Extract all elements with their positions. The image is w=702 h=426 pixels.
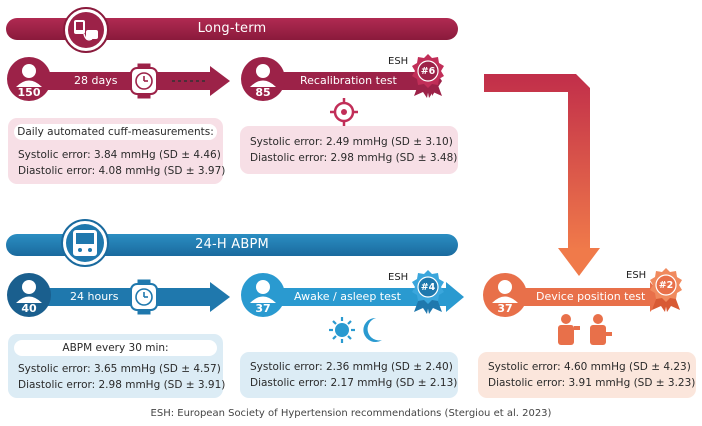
abpm-duration-label: 24 hours bbox=[70, 290, 119, 303]
systolic-error: Systolic error: 2.49 mmHg (SD ± 3.10) bbox=[250, 136, 453, 148]
abpm-title: 24-H ABPM bbox=[195, 237, 269, 252]
long-term-header-bar: Long-term bbox=[6, 18, 458, 40]
abpm-monitor-icon bbox=[61, 219, 109, 267]
esh-label: ESH bbox=[388, 56, 409, 67]
abpm-results-box: ABPM every 30 min: Systolic error: 3.65 … bbox=[8, 334, 226, 398]
abpm-count-1: 40 bbox=[21, 302, 37, 315]
smartwatch-icon bbox=[130, 279, 158, 315]
dotted-arrow bbox=[172, 72, 226, 90]
long-term-count-2: 85 bbox=[255, 86, 271, 99]
badge-number: #2 bbox=[658, 280, 674, 291]
person-icon bbox=[241, 57, 285, 101]
smartwatch-icon bbox=[130, 63, 158, 99]
abpm-duration-arrow bbox=[30, 282, 230, 312]
connector-arrow bbox=[484, 74, 600, 276]
esh-label: ESH bbox=[626, 270, 647, 281]
awake-asleep-results-box: Systolic error: 2.36 mmHg (SD ± 2.40) Di… bbox=[240, 352, 458, 398]
footnote: ESH: European Society of Hypertension re… bbox=[150, 408, 552, 419]
award-badge-icon bbox=[650, 268, 682, 312]
awake-asleep-test-label: Awake / asleep test bbox=[294, 290, 401, 303]
awake-asleep-arrow bbox=[260, 282, 464, 312]
esh-label: ESH bbox=[388, 272, 409, 283]
award-badge-icon bbox=[412, 270, 444, 314]
long-term-duration-label: 28 days bbox=[74, 74, 118, 87]
box-header: ABPM every 30 min: bbox=[14, 340, 217, 356]
recalibration-results-box: Systolic error: 2.49 mmHg (SD ± 3.10) Di… bbox=[240, 126, 458, 174]
person-icon bbox=[241, 273, 285, 317]
systolic-error: Systolic error: 3.65 mmHg (SD ± 4.57) bbox=[18, 363, 221, 375]
target-icon bbox=[330, 98, 358, 126]
person-icon bbox=[7, 57, 51, 101]
long-term-results-box: Daily automated cuff-measurements: Systo… bbox=[8, 118, 226, 184]
diastolic-error: Diastolic error: 2.98 mmHg (SD ± 3.48) bbox=[250, 152, 458, 164]
person-icon bbox=[483, 273, 527, 317]
abpm-header-bar: 24-H ABPM bbox=[6, 234, 458, 256]
moon-icon bbox=[363, 317, 382, 342]
recalibration-test-label: Recalibration test bbox=[300, 74, 397, 87]
long-term-count-1: 150 bbox=[17, 86, 41, 99]
badge-number: #4 bbox=[420, 282, 436, 293]
sun-icon bbox=[329, 317, 355, 343]
person-icon bbox=[7, 273, 51, 317]
box-header: Daily automated cuff-measurements: bbox=[14, 124, 217, 140]
watch-device-icon bbox=[63, 7, 109, 53]
systolic-error: Systolic error: 4.60 mmHg (SD ± 4.23) bbox=[488, 361, 691, 373]
diastolic-error: Diastolic error: 3.91 mmHg (SD ± 3.23) bbox=[488, 377, 696, 389]
badge-number: #6 bbox=[420, 66, 436, 77]
position-count: 37 bbox=[497, 302, 513, 315]
arm-position-people-icon bbox=[558, 314, 612, 345]
diastolic-error: Diastolic error: 2.17 mmHg (SD ± 2.13) bbox=[250, 377, 458, 389]
device-position-test-label: Device position test bbox=[536, 290, 646, 303]
diastolic-error: Diastolic error: 2.98 mmHg (SD ± 3.91) bbox=[18, 379, 226, 391]
abpm-count-2: 37 bbox=[255, 302, 271, 315]
award-badge-icon bbox=[412, 54, 444, 98]
systolic-error: Systolic error: 3.84 mmHg (SD ± 4.46) bbox=[18, 149, 221, 161]
long-term-title: Long-term bbox=[197, 21, 267, 36]
device-position-results-box: Systolic error: 4.60 mmHg (SD ± 4.23) Di… bbox=[478, 352, 696, 398]
diastolic-error: Diastolic error: 4.08 mmHg (SD ± 3.97) bbox=[18, 165, 226, 177]
systolic-error: Systolic error: 2.36 mmHg (SD ± 2.40) bbox=[250, 361, 453, 373]
